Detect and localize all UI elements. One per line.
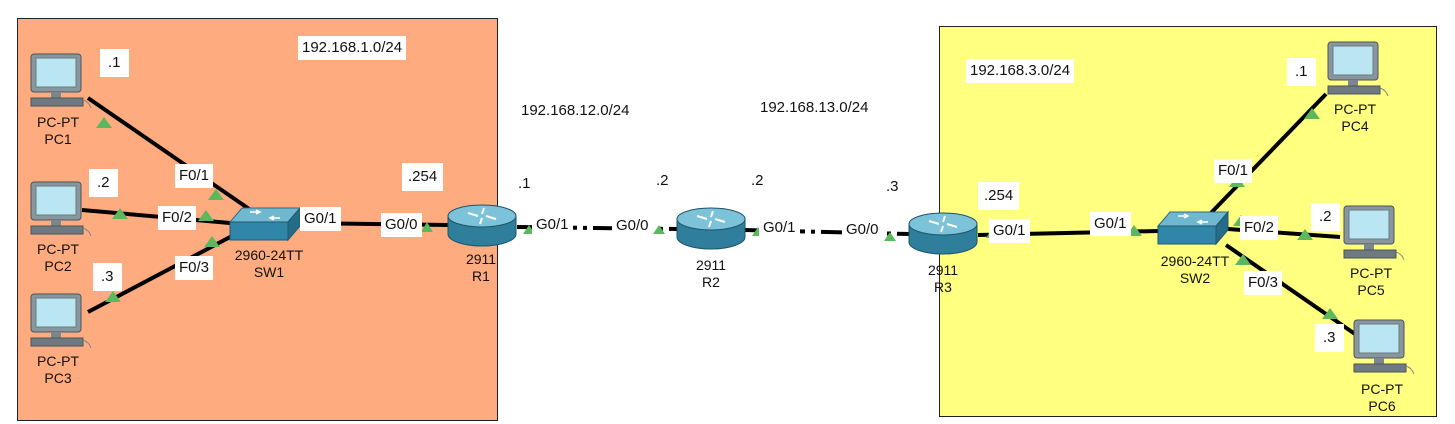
r3-icon[interactable] xyxy=(907,212,979,256)
sw2-f01-label: F0/1 xyxy=(1214,159,1253,183)
pc5-ip-label: .2 xyxy=(1311,203,1340,231)
pc3-icon[interactable] xyxy=(25,292,93,350)
pc3-label: PC-PT PC3 xyxy=(28,353,88,387)
pc5-icon[interactable] xyxy=(1338,204,1406,262)
pc2-ip-label: .2 xyxy=(89,169,118,197)
pc5-name: PC5 xyxy=(1357,282,1385,298)
sw1-label: 2960-24TT SW1 xyxy=(224,247,314,281)
r1-name: R1 xyxy=(472,268,490,284)
pc2-icon[interactable] xyxy=(25,180,93,238)
subnet-left-label: 192.168.1.0/24 xyxy=(298,36,407,60)
subnet-r2-r3-label: 192.168.13.0/24 xyxy=(756,96,873,120)
sw2-g01-label: G0/1 xyxy=(1090,212,1131,236)
r1-wan-ip-label: .1 xyxy=(512,170,537,198)
r2-label: 2911 R2 xyxy=(691,257,731,291)
link-light xyxy=(1235,254,1251,265)
cable-pc1-sw1[interactable] xyxy=(86,96,257,215)
link-light xyxy=(204,236,220,247)
link-light xyxy=(1297,229,1313,240)
r1-icon[interactable] xyxy=(446,204,518,248)
r3-wan-ip-label: .3 xyxy=(880,173,905,201)
link-light xyxy=(1322,308,1338,319)
link-light xyxy=(198,210,214,221)
r3-g01-label: G0/1 xyxy=(989,219,1030,243)
pc1-ip-label: .1 xyxy=(100,49,129,77)
pc1-icon[interactable] xyxy=(25,52,93,110)
pc6-label: PC-PT PC6 xyxy=(1352,381,1412,415)
subnet-r1-r2-label: 192.168.12.0/24 xyxy=(517,99,634,123)
pc4-type: PC-PT xyxy=(1334,101,1376,117)
sw1-icon[interactable] xyxy=(228,206,302,244)
r2-g01-label: G0/1 xyxy=(759,216,800,240)
r3-name: R3 xyxy=(934,279,952,295)
cable-r2-r3[interactable] xyxy=(744,228,910,236)
sw2-type: 2960-24TT xyxy=(1160,253,1230,269)
sw1-f01-label: F0/1 xyxy=(175,164,214,188)
r2-left-ip-label: .2 xyxy=(650,167,675,195)
pc6-ip-label: .3 xyxy=(1315,324,1344,352)
pc4-icon[interactable] xyxy=(1322,40,1390,98)
pc2-type: PC-PT xyxy=(37,241,79,257)
cable-sw2-pc4[interactable] xyxy=(1206,92,1328,218)
sw1-g01-label: G0/1 xyxy=(300,207,341,231)
sw1-type: 2960-24TT xyxy=(234,247,304,263)
pc2-label: PC-PT PC2 xyxy=(28,241,88,275)
sw2-label: 2960-24TT SW2 xyxy=(1150,253,1240,287)
pc4-ip-label: .1 xyxy=(1287,58,1316,86)
pc4-label: PC-PT PC4 xyxy=(1325,101,1385,135)
r1-label: 2911 R1 xyxy=(461,251,501,285)
r2-name: R2 xyxy=(702,274,720,290)
pc6-icon[interactable] xyxy=(1348,318,1416,376)
r1-g00-label: G0/0 xyxy=(381,213,422,237)
sw2-icon[interactable] xyxy=(1156,210,1230,248)
sw2-name: SW2 xyxy=(1179,270,1211,286)
pc2-name: PC2 xyxy=(44,258,72,274)
sw1-f03-label: F0/3 xyxy=(175,256,214,280)
link-light xyxy=(1304,108,1320,119)
r1-lan-ip-label: .254 xyxy=(402,163,444,191)
pc3-name: PC3 xyxy=(44,370,72,386)
sw2-f02-label: F0/2 xyxy=(1240,216,1279,240)
pc6-type: PC-PT xyxy=(1361,381,1403,397)
pc1-type: PC-PT xyxy=(37,114,79,130)
r3-lan-ip-label: .254 xyxy=(978,182,1020,210)
link-light xyxy=(421,222,433,232)
r1-type: 2911 xyxy=(465,251,497,267)
pc4-name: PC4 xyxy=(1341,118,1369,134)
link-light xyxy=(112,208,128,219)
r2-right-ip-label: .2 xyxy=(745,167,770,195)
pc3-ip-label: .3 xyxy=(93,263,122,291)
r3-label: 2911 R3 xyxy=(923,262,963,296)
r2-type: 2911 xyxy=(695,257,727,273)
cable-sw2-pc6[interactable] xyxy=(1224,243,1357,336)
subnet-right-label: 192.168.3.0/24 xyxy=(966,59,1075,83)
pc1-label: PC-PT PC1 xyxy=(28,114,88,148)
sw1-name: SW1 xyxy=(253,264,285,280)
pc5-label: PC-PT PC5 xyxy=(1341,265,1401,299)
r1-g01-label: G0/1 xyxy=(532,213,573,237)
r2-icon[interactable] xyxy=(675,207,747,251)
r3-g00-label: G0/0 xyxy=(842,218,883,242)
link-light xyxy=(653,225,665,234)
pc5-type: PC-PT xyxy=(1350,265,1392,281)
sw2-f03-label: F0/3 xyxy=(1244,271,1283,295)
link-light xyxy=(96,117,112,128)
sw1-f02-label: F0/2 xyxy=(158,206,197,230)
r3-type: 2911 xyxy=(927,262,959,278)
pc6-name: PC6 xyxy=(1368,398,1396,414)
link-light xyxy=(884,232,896,241)
r2-g00-label: G0/0 xyxy=(612,214,653,238)
link-light xyxy=(208,189,224,200)
pc1-name: PC1 xyxy=(44,131,72,147)
pc3-type: PC-PT xyxy=(37,353,79,369)
link-light xyxy=(105,291,121,302)
